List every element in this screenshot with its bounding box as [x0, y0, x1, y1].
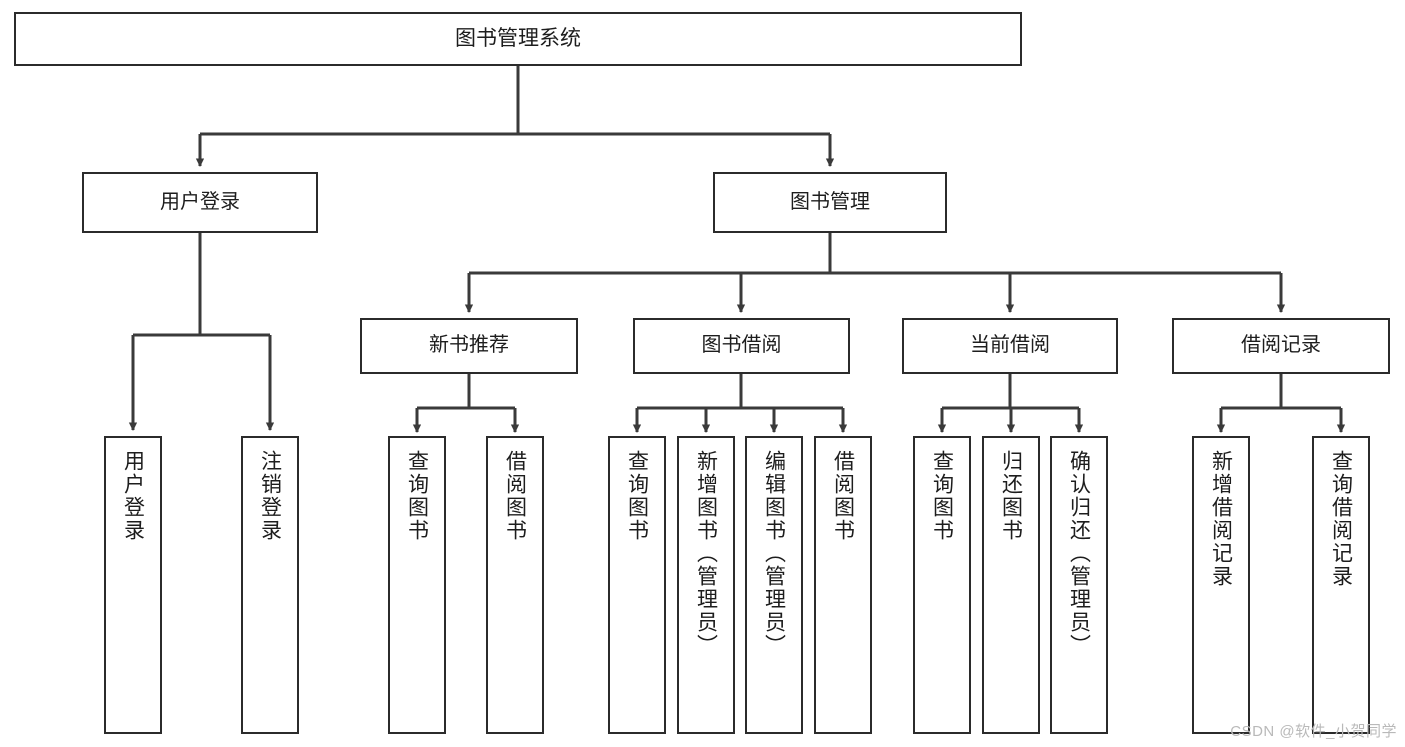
watermark-text: CSDN @软件_小贺同学: [1230, 723, 1397, 740]
node-leaf-user-logout[interactable]: 注销登录: [241, 436, 299, 734]
node-label: 图书借阅: [701, 334, 782, 357]
node-book-manage[interactable]: 图书管理: [713, 172, 947, 233]
node-label: 查询图书: [405, 450, 429, 542]
node-label: 借阅图书: [503, 450, 527, 542]
node-label: 查询借阅记录: [1329, 450, 1353, 588]
node-label: 查询图书: [625, 450, 649, 542]
node-label: 图书管理: [790, 190, 870, 213]
node-leaf-query-book-cur[interactable]: 查询图书: [913, 436, 971, 734]
node-leaf-query-book-rec[interactable]: 查询图书: [388, 436, 446, 734]
node-label: 借阅记录: [1241, 334, 1321, 357]
node-label: 确认归还（管理员）: [1067, 450, 1091, 657]
node-leaf-borrow-book-bor[interactable]: 借阅图书: [814, 436, 872, 734]
node-leaf-add-record[interactable]: 新增借阅记录: [1192, 436, 1250, 734]
node-label: 注销登录: [258, 450, 282, 542]
node-leaf-user-login[interactable]: 用户登录: [104, 436, 162, 734]
node-user-login[interactable]: 用户登录: [82, 172, 318, 233]
node-label: 图书管理系统: [455, 26, 581, 50]
node-leaf-confirm-return[interactable]: 确认归还（管理员）: [1050, 436, 1108, 734]
node-current-borrow[interactable]: 当前借阅: [902, 318, 1118, 374]
node-label: 新书推荐: [429, 334, 509, 357]
node-root-system[interactable]: 图书管理系统: [14, 12, 1022, 66]
node-label: 用户登录: [160, 190, 240, 213]
node-label: 查询图书: [930, 450, 954, 542]
node-label: 新增借阅记录: [1209, 450, 1233, 588]
node-leaf-query-book-bor[interactable]: 查询图书: [608, 436, 666, 734]
node-leaf-query-record[interactable]: 查询借阅记录: [1312, 436, 1370, 734]
node-label: 用户登录: [121, 450, 145, 542]
node-label: 新增图书（管理员）: [694, 450, 718, 657]
node-leaf-add-book[interactable]: 新增图书（管理员）: [677, 436, 735, 734]
node-new-book-recommend[interactable]: 新书推荐: [360, 318, 578, 374]
node-leaf-edit-book[interactable]: 编辑图书（管理员）: [745, 436, 803, 734]
node-book-borrow[interactable]: 图书借阅: [633, 318, 850, 374]
node-label: 编辑图书（管理员）: [762, 450, 786, 657]
node-label: 借阅图书: [831, 450, 855, 542]
node-leaf-borrow-book-rec[interactable]: 借阅图书: [486, 436, 544, 734]
node-leaf-return-book[interactable]: 归还图书: [982, 436, 1040, 734]
node-label: 归还图书: [999, 450, 1023, 542]
node-borrow-record[interactable]: 借阅记录: [1172, 318, 1390, 374]
node-label: 当前借阅: [970, 334, 1050, 357]
